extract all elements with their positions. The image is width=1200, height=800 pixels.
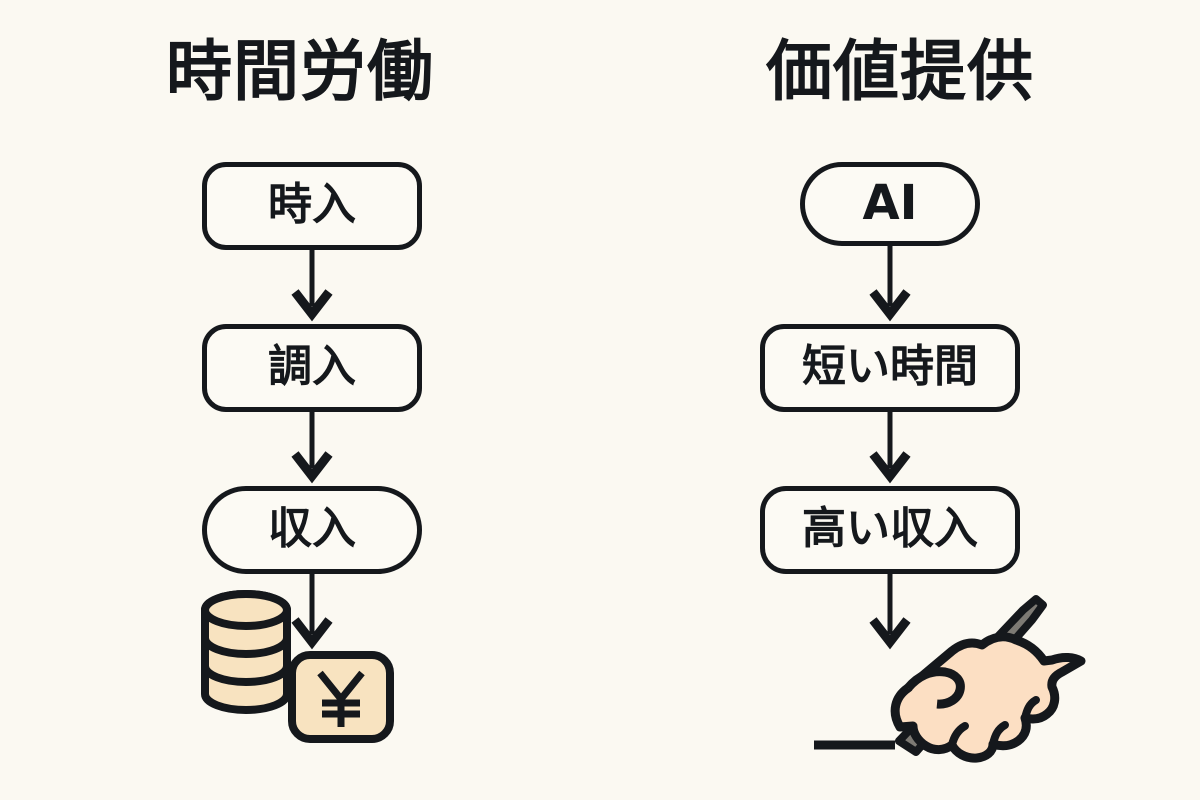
arrow-ai-to-shorttime: [869, 244, 911, 322]
node-short-time[interactable]: 短い時間: [760, 324, 1020, 412]
node-time-input-label: 時入: [268, 179, 356, 230]
node-income[interactable]: 収入: [202, 486, 422, 574]
node-high-income[interactable]: 高い収入: [760, 486, 1020, 574]
arrow-adjust-to-income: [291, 410, 333, 484]
arrow-time-to-adjust: [291, 248, 333, 322]
node-adjust-input[interactable]: 調入: [202, 324, 422, 412]
column-title-value-delivery: 価値提供: [766, 33, 1034, 110]
node-income-label: 収入: [268, 503, 356, 554]
arrow-shorttime-to-highincome: [869, 410, 911, 484]
pen-icon: [895, 595, 1047, 756]
yen-card-icon: [288, 651, 394, 743]
arrow-income-to-money: [291, 572, 333, 650]
node-high-income-label: 高い収入: [802, 503, 978, 554]
node-time-input[interactable]: 時入: [202, 162, 422, 250]
node-ai-label: AI: [862, 175, 918, 231]
coin-stack-icon: [201, 590, 291, 714]
node-ai[interactable]: AI: [800, 162, 980, 246]
column-title-time-labor: 時間労働: [166, 33, 434, 110]
column-time-labor: 時間労働 時入 調入 収入: [166, 33, 434, 743]
node-short-time-label: 短い時間: [802, 341, 978, 392]
writing-hand-icon: [890, 632, 1086, 763]
node-adjust-input-label: 調入: [268, 341, 356, 392]
arrow-highincome-to-hand: [869, 572, 911, 650]
column-value-delivery: 価値提供 AI 短い時間 高い収入: [600, 0, 1200, 800]
